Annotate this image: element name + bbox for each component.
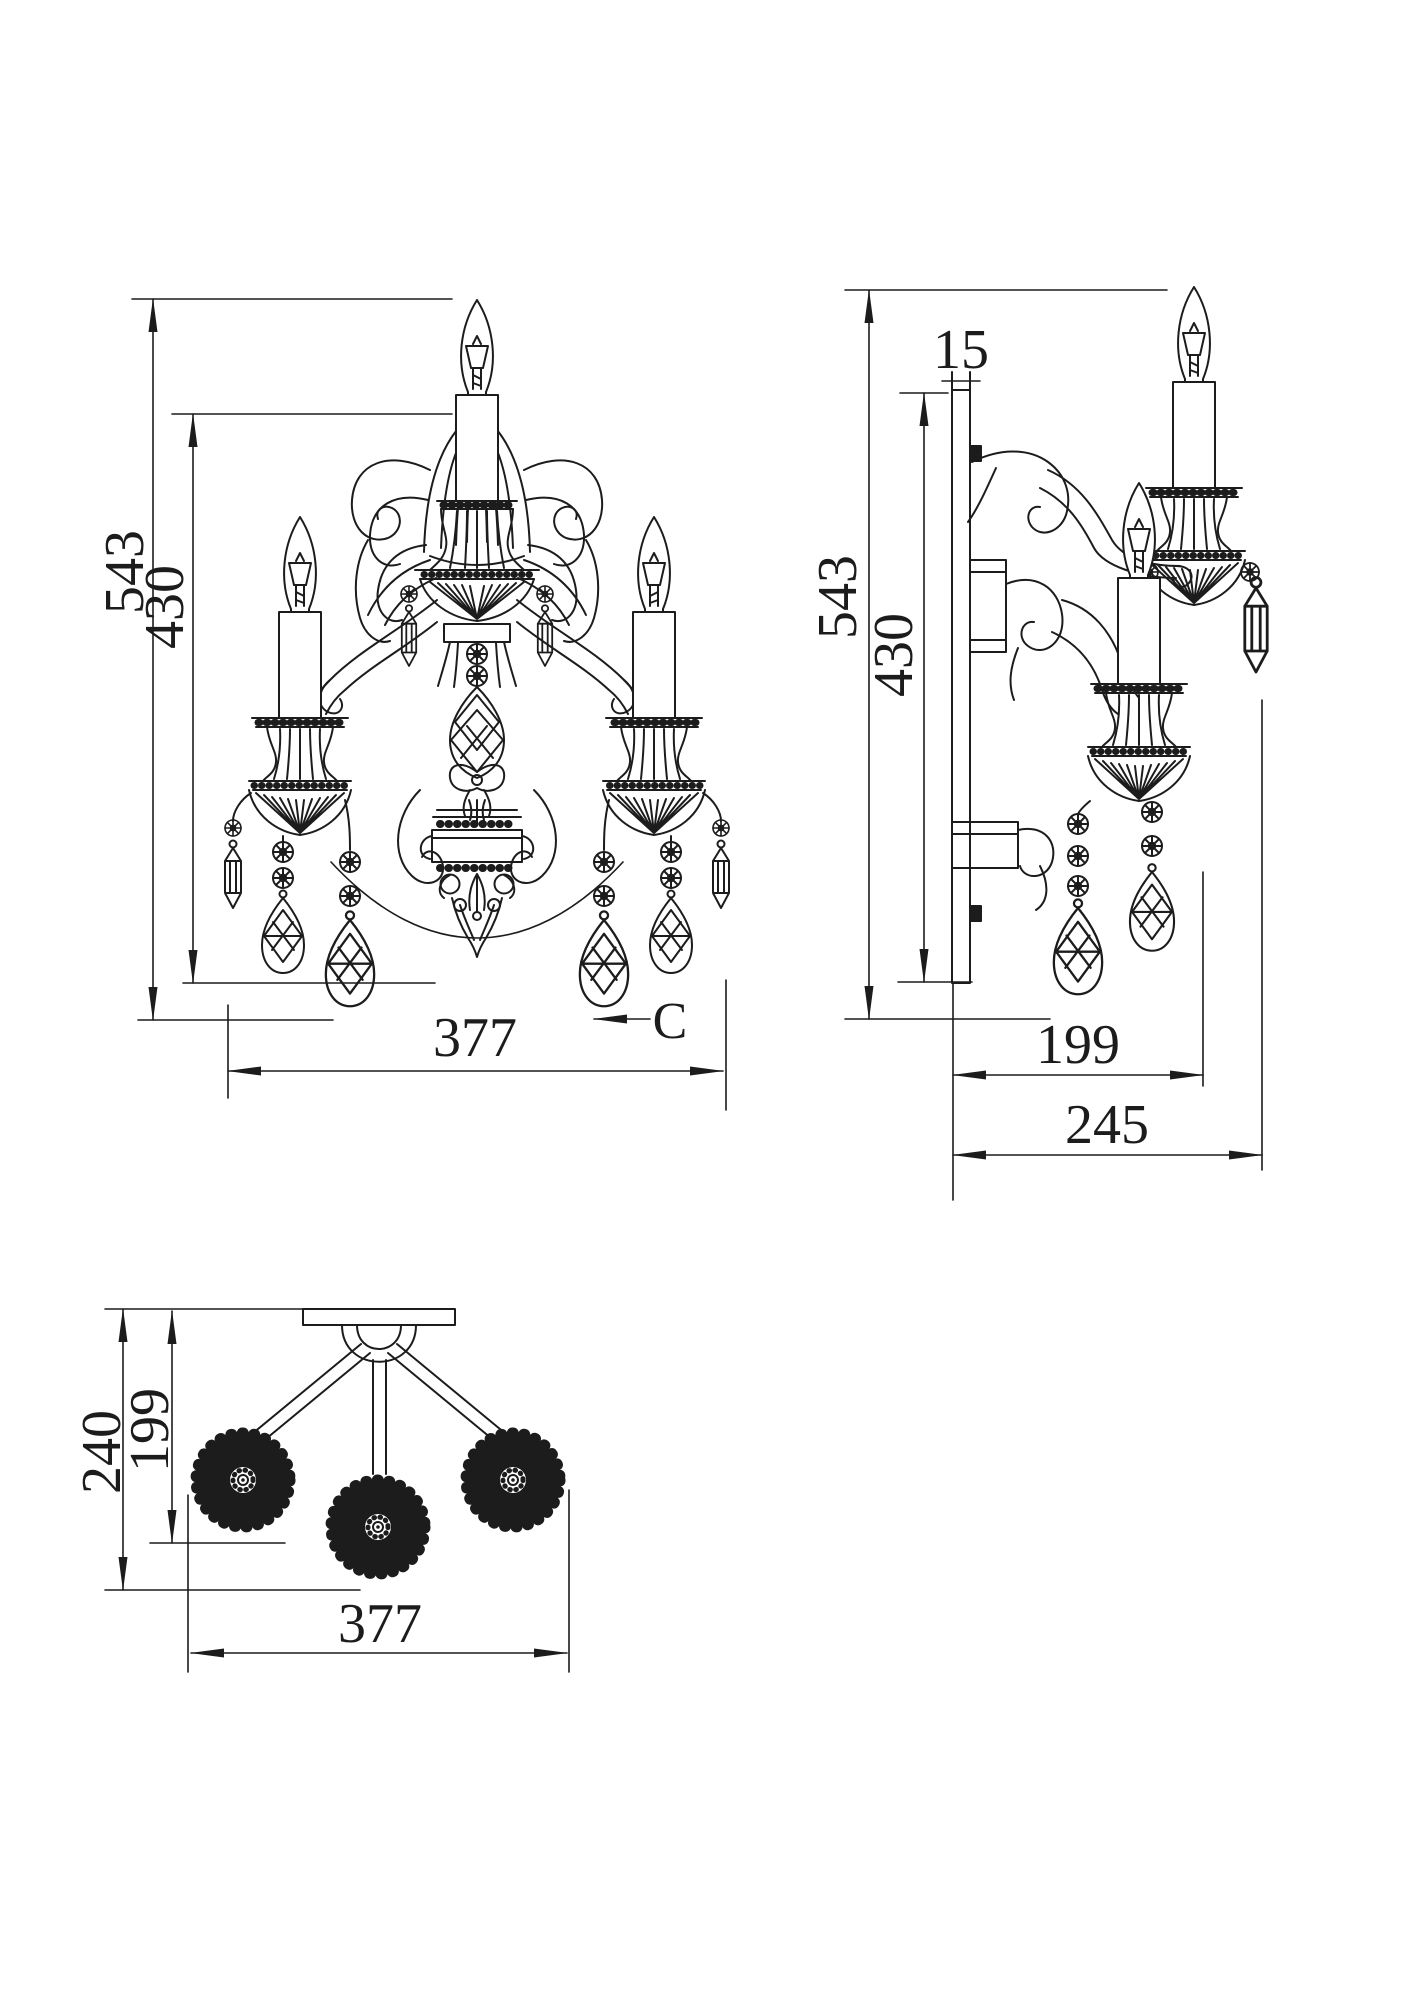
crystal-bead [272,867,294,889]
extension-lines [131,298,727,1111]
crystal-bead [466,665,488,687]
lamp-cup [249,718,351,835]
lamp-rosette-plan [196,1433,290,1527]
bottom-fixture [196,1308,560,1574]
candle [278,516,322,719]
dim-label-side-height-total: 543 [807,555,869,639]
front-center-body [330,299,624,958]
dim-label-front-width: 377 [433,1007,517,1069]
crystal-prism [224,839,242,909]
crystal-teardrop [324,910,376,1008]
crystal-teardrop [1052,898,1104,996]
crystal-bead [272,841,294,863]
crystal-bead [1141,801,1163,823]
canopy [341,1324,417,1363]
dim-label-bottom-depth-total: 240 [71,1410,133,1494]
crystal-bead [339,885,361,907]
plan-arm [387,1343,507,1444]
crystal-bead [1141,835,1163,857]
extension-lines [104,1308,570,1673]
dim-label-side-height-body: 430 [863,613,925,697]
crystal-teardrop [261,889,305,974]
lamp-rosette-plan [466,1433,560,1527]
crystal-bead [1067,845,1089,867]
crystal-bead [1067,875,1089,897]
mounting-screw [969,905,982,922]
crystal-teardrop [1128,863,1176,952]
crystal-ref-label: C [653,993,688,1050]
crystal-bead [339,851,361,873]
side-view: 15 543 430 199 245 [807,286,1269,1201]
dim-label-side-plate: 15 [933,319,989,381]
front-left-arm-assembly [224,411,478,1008]
crystal-bead [1067,813,1089,835]
crystal-prism [400,604,418,667]
center-arm [372,1359,387,1475]
candle [455,299,499,502]
bottom-dimensions: 240 199 377 [71,1308,570,1673]
wall-plate [951,389,971,984]
crystal-bead [224,819,242,837]
bottom-view: 240 199 377 [71,1308,570,1673]
crystal-bead [466,643,488,665]
lamp-cup [1088,684,1190,801]
side-fixture [951,286,1269,996]
dim-label-front-height-body: 430 [134,565,196,649]
dim-label-front-height-total: 543 [94,530,156,614]
front-view: 543 430 377 C [94,298,729,1111]
dim-label-bottom-depth-arm: 199 [119,1388,181,1472]
dim-label-side-depth-arm: 199 [1036,1014,1120,1076]
plan-arm [251,1343,371,1444]
dim-label-side-depth-total: 245 [1065,1094,1149,1156]
wall-plate-plan [302,1308,456,1326]
dim-label-bottom-width: 377 [338,1593,422,1655]
front-dimensions: 543 430 377 C [94,298,727,1111]
lamp-rosette-plan [331,1480,425,1574]
crystal-prism [1243,576,1269,674]
candle [1117,482,1161,685]
crystal-bead [400,585,418,603]
side-dimensions: 15 543 430 199 245 [807,289,1263,1201]
candle [1172,286,1216,489]
